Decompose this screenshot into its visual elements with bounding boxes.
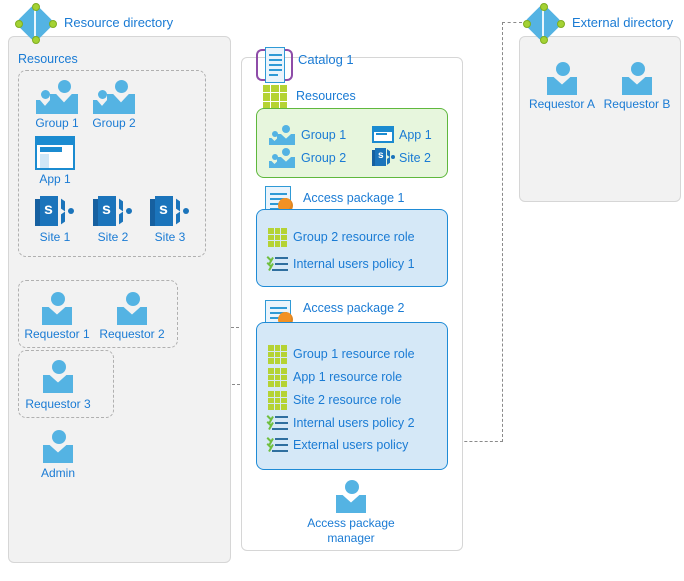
sharepoint-icon: s: [372, 148, 396, 167]
access-package-2-row-4-label: External users policy: [293, 438, 409, 452]
resource-grid-icon: [263, 85, 287, 109]
resource-grid-icon: [268, 345, 287, 364]
access-package-2-box: [256, 322, 448, 470]
user-icon: [547, 62, 577, 95]
catalog-resources-label: Resources: [296, 89, 356, 103]
catalog-resource-site-2: Site 2: [399, 151, 431, 165]
requestor-1-label: Requestor 1: [24, 327, 90, 341]
user-icon: [336, 480, 366, 513]
resource-label-site-3: Site 3: [154, 230, 186, 244]
admin-label: Admin: [40, 466, 75, 480]
sharepoint-icon: s: [93, 196, 133, 228]
resource-label-site-2: Site 2: [97, 230, 129, 244]
sharepoint-icon: s: [35, 196, 75, 228]
resource-label-site-1: Site 1: [39, 230, 71, 244]
resource-grid-icon: [268, 228, 287, 247]
access-package-1-box: [256, 209, 448, 287]
catalog-resource-group-1: Group 1: [301, 128, 347, 142]
access-package-1-row-1-label: Internal users policy 1: [293, 257, 415, 271]
resource-grid-icon: [268, 391, 287, 410]
user-icon: [622, 62, 652, 95]
resource-label-group-1: Group 1: [35, 116, 79, 130]
user-icon: [42, 292, 72, 325]
access-package-manager-label-line1: Access package: [307, 516, 395, 530]
catalog-title: Catalog 1: [298, 52, 354, 67]
group-icon: [36, 80, 78, 114]
requestor-a-label: Requestor A: [528, 97, 596, 111]
external-directory-panel: [519, 36, 681, 202]
azure-ad-icon: [14, 2, 57, 44]
requestor-b-label: Requestor B: [603, 97, 671, 111]
catalog-resource-group-2: Group 2: [301, 151, 347, 165]
policy-icon: [266, 414, 288, 431]
access-package-1-row-0-label: Group 2 resource role: [293, 230, 415, 244]
resource-directory-panel: [8, 36, 231, 563]
access-package-2-row-2-label: Site 2 resource role: [293, 393, 402, 407]
catalog-resource-app-1: App 1: [399, 128, 432, 142]
application-icon: [372, 126, 394, 143]
requestor-2-label: Requestor 2: [99, 327, 165, 341]
external-directory-title: External directory: [572, 15, 674, 30]
access-package-2-title: Access package 2: [303, 301, 405, 315]
group-icon: [93, 80, 135, 114]
requestor-group-2-box: [18, 350, 114, 418]
catalog-icon: [256, 47, 294, 83]
resources-label: Resources: [18, 52, 78, 66]
resource-label-group-2: Group 2: [92, 116, 136, 130]
access-package-2-row-0-label: Group 1 resource role: [293, 347, 415, 361]
access-package-manager-label-line2: manager: [327, 531, 375, 545]
group-icon: [269, 148, 295, 168]
access-package-2-row-3-label: Internal users policy 2: [293, 416, 415, 430]
access-package-1-title: Access package 1: [303, 191, 405, 205]
policy-icon: [266, 255, 288, 272]
sharepoint-icon: s: [150, 196, 190, 228]
access-package-2-row-1-label: App 1 resource role: [293, 370, 403, 384]
requestor-group-1-box: [18, 280, 178, 348]
application-icon: [35, 136, 75, 170]
azure-ad-icon: [522, 2, 565, 44]
policy-icon: [266, 436, 288, 453]
resource-grid-icon: [268, 368, 287, 387]
user-icon: [117, 292, 147, 325]
resource-label-app-1: App 1: [39, 172, 71, 186]
resources-dashed-box: [18, 70, 206, 257]
user-icon: [43, 360, 73, 393]
resource-directory-title: Resource directory: [64, 15, 174, 30]
requestor-3-label: Requestor 3: [25, 397, 91, 411]
group-icon: [269, 125, 295, 145]
user-icon: [43, 430, 73, 463]
